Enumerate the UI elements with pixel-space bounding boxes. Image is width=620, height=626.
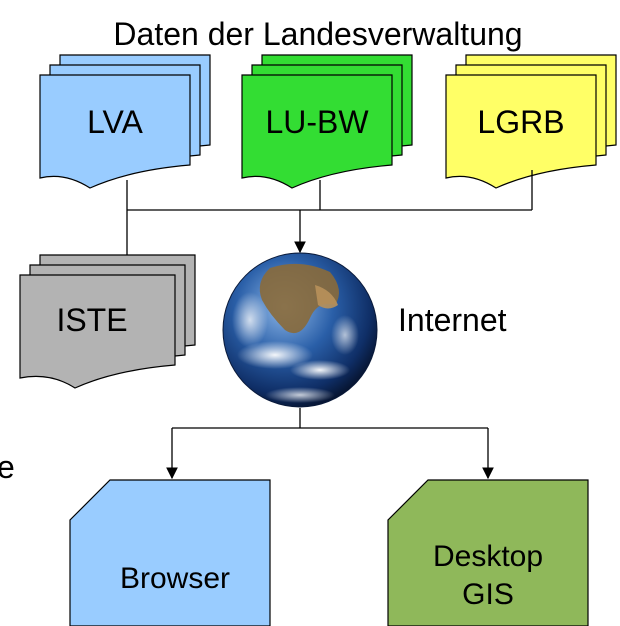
client-desktop-gis: Desktop GIS	[387, 479, 589, 626]
source-lgrb: LGRB	[445, 54, 617, 189]
internet-label: Internet	[398, 302, 507, 338]
iste-doc-front	[19, 274, 176, 389]
lgrb-doc-front	[445, 74, 597, 189]
browser-card	[69, 479, 271, 626]
client-browser: Browser	[69, 479, 271, 626]
lubw-doc-front	[241, 74, 393, 189]
source-iste: ISTE	[19, 254, 196, 389]
partial-text-fragment: e	[0, 449, 15, 485]
source-lva: LVA	[39, 54, 211, 189]
diagram-title: Daten der Landesverwaltung	[113, 16, 522, 52]
desktop-gis-label-line1: Desktop	[433, 540, 543, 573]
source-lu-bw: LU-BW	[241, 54, 413, 189]
lva-label: LVA	[87, 104, 143, 140]
iste-label: ISTE	[56, 302, 127, 338]
lva-doc-front	[39, 74, 191, 189]
client-connectors	[166, 408, 494, 480]
desktop-gis-card	[387, 479, 589, 626]
desktop-gis-label-line2: GIS	[462, 578, 514, 611]
globe-icon	[222, 252, 378, 408]
lgrb-label: LGRB	[477, 104, 564, 140]
source-connectors	[126, 170, 533, 258]
browser-label: Browser	[120, 562, 230, 595]
lubw-label: LU-BW	[265, 104, 369, 140]
